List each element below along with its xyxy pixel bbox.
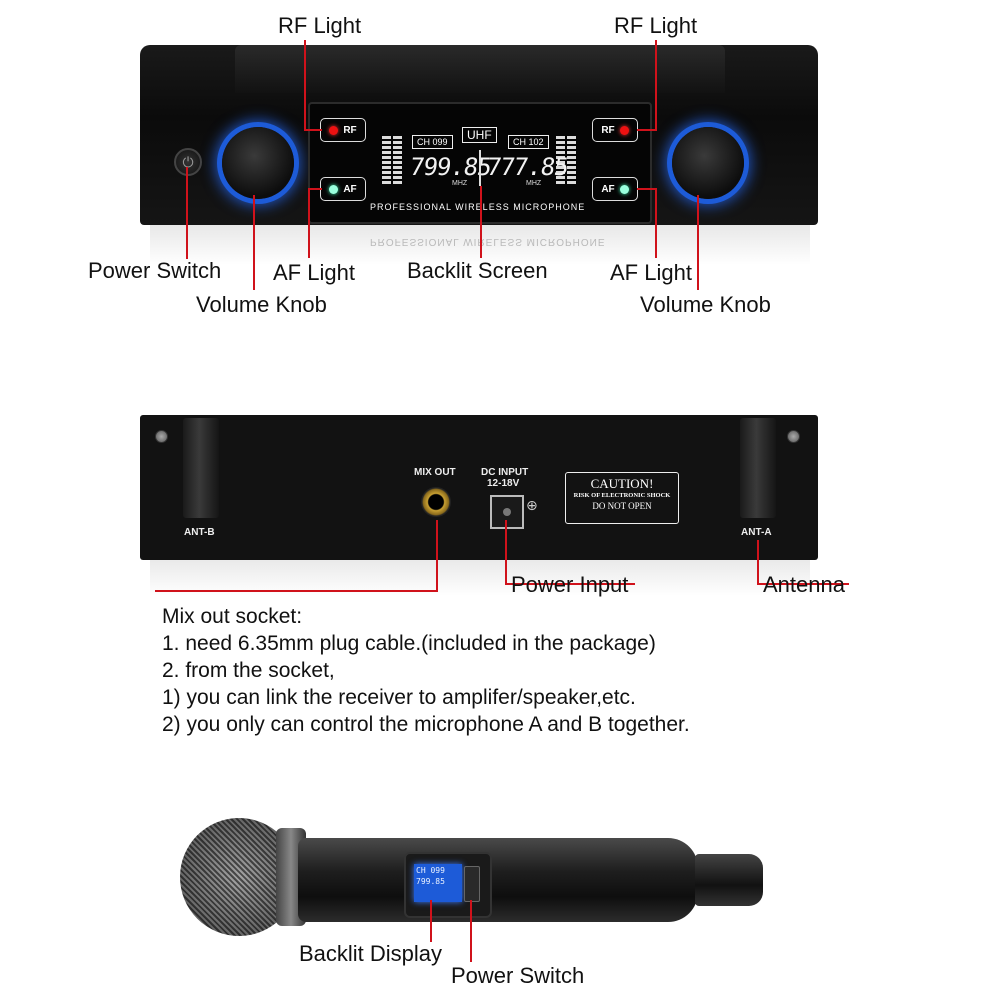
power-switch[interactable]: ⏻ [174, 148, 202, 176]
callout-mic-power-switch: Power Switch [451, 963, 585, 988]
receiver-top-face [235, 45, 725, 93]
receiver-back-panel [140, 415, 818, 560]
channel-right: CH 102 [508, 135, 549, 149]
screw-icon [155, 430, 168, 443]
signal-bars-left [382, 136, 402, 184]
band-label: UHF [462, 127, 497, 143]
caution-line-2: DO NOT OPEN [592, 501, 652, 511]
callout-line [757, 540, 759, 584]
callout-line [186, 167, 188, 259]
callout-line [304, 40, 306, 130]
note-line: Mix out socket: [162, 605, 303, 628]
mic-lcd-line-2: 799.85 [416, 877, 445, 886]
signal-bars-right [556, 136, 576, 184]
microphone-body [298, 838, 698, 922]
dc-input-jack[interactable] [490, 495, 524, 529]
callout-backlit-display: Backlit Display [299, 941, 443, 966]
dc-input-label: DC INPUT [481, 467, 529, 478]
af-led-icon [329, 184, 339, 194]
callout-rf-light-right: RF Light [614, 13, 698, 38]
callout-line [637, 188, 657, 190]
af-label: AF [343, 183, 357, 195]
callout-rf-light-left: RF Light [278, 13, 362, 38]
rf-light-left: RF [320, 118, 366, 142]
frequency-right: 777.85 [485, 153, 570, 181]
mix-out-socket[interactable] [421, 487, 451, 517]
rf-label: RF [601, 124, 615, 136]
volume-knob-right[interactable] [672, 127, 744, 199]
note-line: 2. from the socket, [162, 659, 335, 682]
rf-label: RF [343, 124, 357, 136]
dc-voltage-label: 12-18V [487, 478, 520, 489]
callout-line [505, 520, 507, 584]
mic-lcd-line-1: CH 099 [416, 866, 445, 875]
microphone-tail [695, 854, 763, 906]
callout-line [655, 188, 657, 258]
callout-antenna: Antenna [763, 572, 845, 597]
callout-line [637, 129, 657, 131]
callout-volume-knob-right: Volume Knob [640, 292, 771, 317]
callout-af-light-right: AF Light [610, 260, 692, 285]
callout-backlit-screen: Backlit Screen [407, 258, 548, 283]
antenna-b [183, 418, 219, 518]
screw-icon [787, 430, 800, 443]
af-light-right: AF [592, 177, 638, 201]
rf-led-icon [619, 125, 629, 135]
callout-line [155, 590, 438, 592]
af-label: AF [601, 183, 615, 195]
ant-b-label: ANT-B [184, 527, 215, 538]
mix-out-label: MIX OUT [414, 467, 456, 478]
rf-led-icon [329, 125, 339, 135]
note-line: 1) you can link the receiver to amplifer… [162, 686, 636, 709]
polarity-icon: ⊕ [526, 497, 538, 513]
ant-a-label: ANT-A [741, 527, 772, 538]
frequency-divider [479, 150, 481, 186]
volume-knob-left[interactable] [222, 127, 294, 199]
note-line: 1. need 6.35mm plug cable.(included in t… [162, 632, 656, 655]
callout-line [470, 900, 472, 962]
callout-line [505, 583, 635, 585]
callout-power-switch: Power Switch [88, 258, 222, 283]
callout-line [757, 583, 849, 585]
callout-line [697, 195, 699, 290]
callout-line [655, 40, 657, 130]
microphone-power-switch[interactable] [464, 866, 480, 902]
callout-line [308, 188, 310, 258]
channel-left: CH 099 [412, 135, 453, 149]
caution-title: CAUTION! [590, 476, 654, 491]
rf-light-right: RF [592, 118, 638, 142]
caution-line-1: RISK OF ELECTRONIC SHOCK [573, 492, 671, 499]
callout-line [304, 129, 322, 131]
reflection-text: PROFESSIONAL WIRELESS MICROPHONE [370, 236, 606, 247]
callout-line [480, 186, 482, 258]
af-led-icon [619, 184, 629, 194]
callout-line [253, 195, 255, 290]
brand-line: PROFESSIONAL WIRELESS MICROPHONE [370, 202, 586, 212]
antenna-a [740, 418, 776, 518]
note-line: 2) you only can control the microphone A… [162, 713, 690, 736]
callout-line [436, 520, 438, 592]
unit-left: MHZ [452, 180, 468, 187]
af-light-left: AF [320, 177, 366, 201]
caution-label: CAUTION! RISK OF ELECTRONIC SHOCK DO NOT… [565, 472, 679, 524]
callout-line [308, 188, 322, 190]
callout-af-light-left: AF Light [273, 260, 355, 285]
callout-power-input: Power Input [511, 572, 629, 597]
unit-right: MHZ [526, 180, 542, 187]
mix-out-notes: Mix out socket: 1. need 6.35mm plug cabl… [162, 603, 690, 738]
callout-line [430, 900, 432, 942]
callout-volume-knob-left: Volume Knob [196, 292, 327, 317]
microphone-backlit-display: CH 099 799.85 [414, 864, 462, 902]
